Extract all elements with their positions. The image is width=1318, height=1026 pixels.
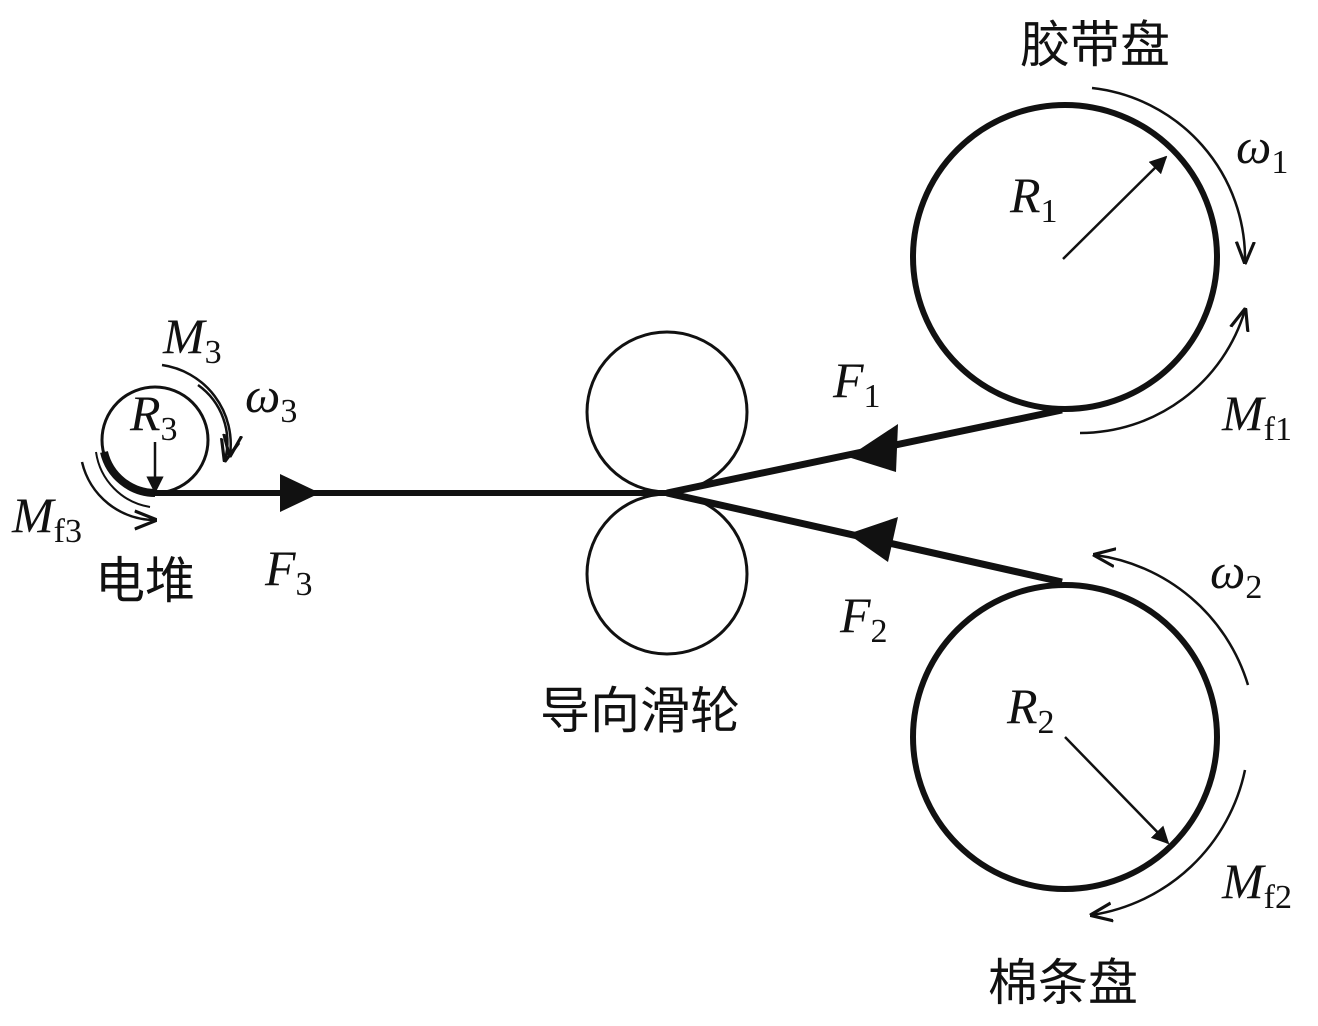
tape-reel-label: 胶带盘 bbox=[1020, 16, 1170, 74]
R3-symbol: R3 bbox=[129, 385, 178, 448]
F2-arrowhead bbox=[848, 517, 898, 562]
F3-symbol: F3 bbox=[264, 540, 313, 603]
guide-pulley-bottom bbox=[585, 492, 749, 656]
R1-symbol: R1 bbox=[1009, 167, 1058, 230]
Mf2-arc-arrow bbox=[1092, 769, 1247, 915]
F3-arrowhead bbox=[280, 474, 320, 512]
omega1-arc-arrow bbox=[1091, 86, 1245, 262]
cotton-reel-circle bbox=[910, 582, 1220, 892]
R1-radius-arrow bbox=[1062, 155, 1168, 260]
guide-pulley-top bbox=[585, 330, 749, 494]
omega2-arc-arrow bbox=[1095, 555, 1250, 686]
tape-reel-circle bbox=[910, 102, 1220, 412]
F1-arrowhead bbox=[848, 424, 898, 472]
Mf3-arc-arrow bbox=[80, 461, 155, 520]
Mf3-arc-arrow-2 bbox=[95, 451, 151, 508]
cotton-reel-label: 棉条盘 bbox=[988, 954, 1138, 1012]
omega3-arc-arrow bbox=[197, 383, 227, 460]
omega2-symbol: ω2 bbox=[1210, 543, 1262, 606]
F2-symbol: F2 bbox=[839, 587, 888, 650]
stack-label: 电堆 bbox=[95, 552, 195, 610]
Mf3-symbol: Mf3 bbox=[11, 487, 82, 550]
R2-symbol: R2 bbox=[1006, 678, 1055, 741]
Mf1-symbol: Mf1 bbox=[1221, 385, 1292, 448]
Mf1-arc-arrow bbox=[1079, 310, 1245, 435]
M3-symbol: M3 bbox=[162, 308, 222, 371]
F1-symbol: F1 bbox=[832, 352, 881, 415]
R2-radius-arrow bbox=[1064, 736, 1170, 845]
omega1-symbol: ω1 bbox=[1236, 118, 1288, 181]
guide-pulley-label: 导向滑轮 bbox=[540, 682, 740, 740]
omega3-symbol: ω3 bbox=[245, 367, 297, 430]
Mf2-symbol: Mf2 bbox=[1221, 853, 1292, 916]
